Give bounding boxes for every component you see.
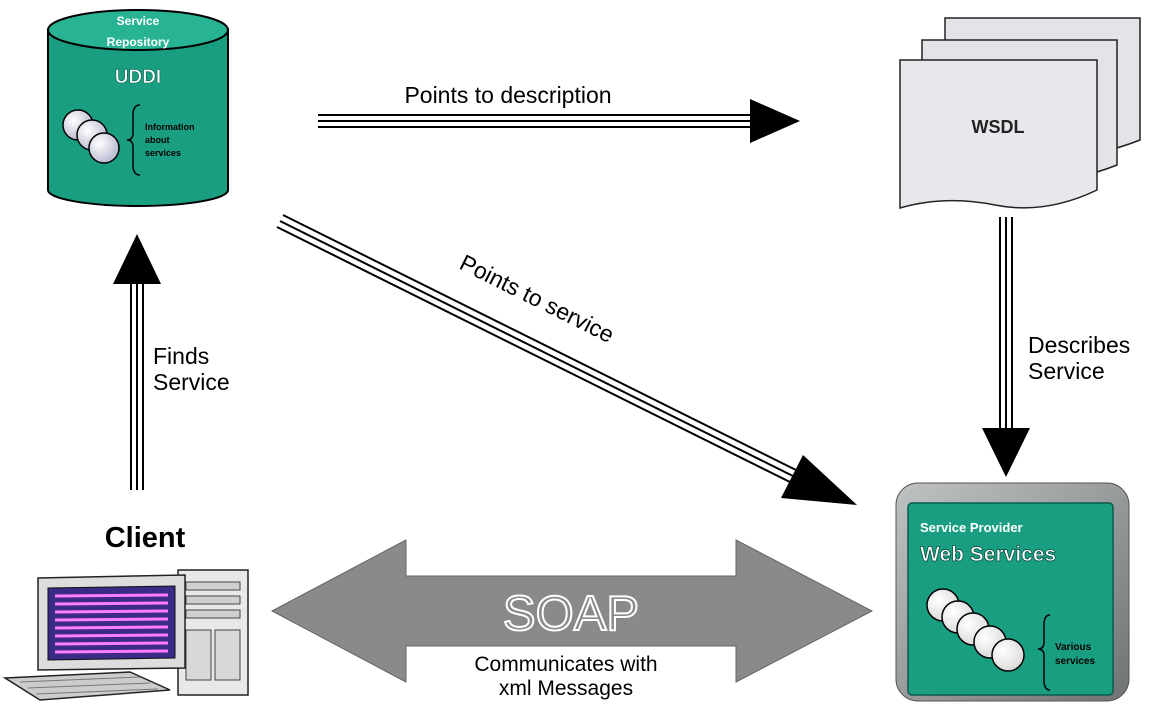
- wsdl-label: WSDL: [972, 117, 1025, 137]
- arrowhead-down-icon: [982, 428, 1030, 477]
- label-points-to-service: Points to service: [456, 249, 619, 348]
- soap-arrow-shape: [270, 539, 874, 683]
- client-label: Client: [105, 522, 186, 554]
- uddi-info-line1: Information: [145, 122, 195, 132]
- provider-title: Service Provider: [920, 520, 1023, 535]
- computer-icon: [2, 569, 249, 701]
- provider-various-line2: services: [1055, 656, 1095, 667]
- soap-caption-line1: Communicates with: [474, 653, 657, 676]
- uddi-info-line2: about: [145, 135, 170, 145]
- arrow-points-to-service: Points to service: [276, 214, 857, 505]
- label-finds-line2: Service: [153, 369, 230, 395]
- label-points-to-description: Points to description: [404, 82, 611, 108]
- soap-double-arrow: SOAP Communicates with xml Messages: [270, 539, 874, 700]
- uddi-title-line1: Service: [117, 14, 160, 28]
- arrow-points-to-description: Points to description: [318, 82, 800, 143]
- uddi-cylinder-top: [47, 9, 229, 51]
- provider-service-balls-icon: [926, 588, 1025, 672]
- provider-brace-icon: [1037, 614, 1051, 691]
- arrowhead-right-icon: [750, 99, 800, 143]
- uddi-name: UDDI: [115, 67, 161, 88]
- label-describes-line2: Service: [1028, 358, 1105, 384]
- label-describes-line1: Describes: [1028, 332, 1130, 358]
- uddi-cylinder-body: [47, 29, 229, 207]
- uddi-info-line3: services: [145, 148, 181, 158]
- service-provider: Service Provider Web Services Various se…: [895, 482, 1130, 702]
- uddi-repository: Service Repository UDDI Information abou…: [47, 9, 229, 207]
- provider-name: Web Services: [920, 543, 1056, 566]
- arrow-describes-service: Describes Service: [982, 217, 1130, 477]
- arrow-finds-service: Finds Service: [113, 234, 230, 490]
- wsdl-documents: WSDL: [899, 17, 1141, 209]
- label-finds-line1: Finds: [153, 343, 209, 369]
- provider-various-line1: Various: [1055, 642, 1092, 653]
- uddi-title-line2: Repository: [107, 35, 170, 49]
- uddi-brace-icon: [126, 104, 141, 176]
- provider-inner-panel: [907, 502, 1114, 696]
- wsdl-page-front: [899, 59, 1098, 209]
- arrowhead-up-icon: [113, 234, 161, 284]
- uddi-service-balls-icon: [62, 109, 120, 164]
- soap-label: SOAP: [503, 587, 639, 641]
- client: Client: [2, 522, 249, 701]
- soap-caption-line2: xml Messages: [499, 677, 633, 700]
- arrowhead-diagonal-icon: [781, 455, 857, 505]
